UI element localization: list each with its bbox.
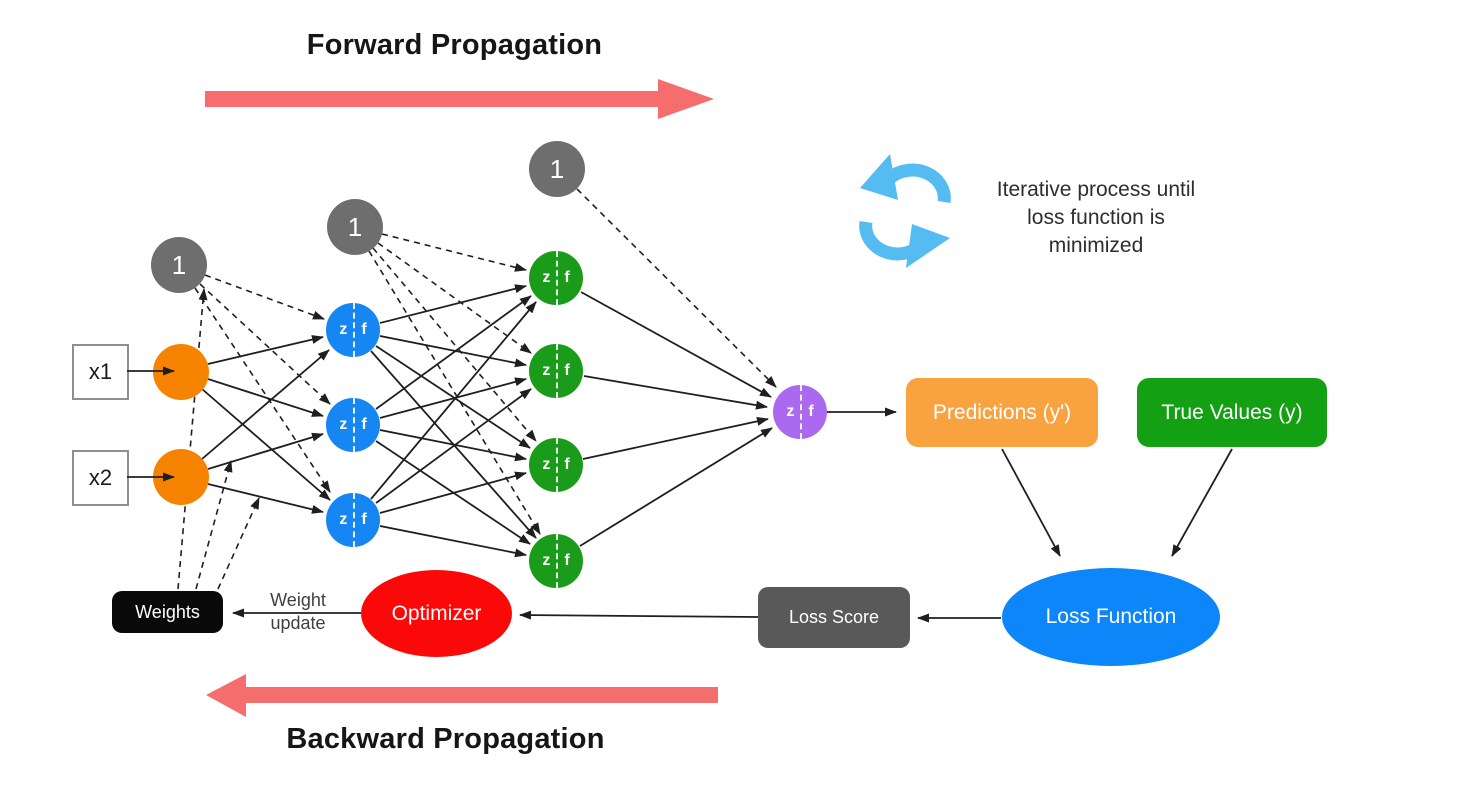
node-f-label: f xyxy=(564,552,570,569)
input-node-1 xyxy=(153,344,209,400)
loss-score-box: Loss Score xyxy=(758,587,910,648)
node-z-label: z xyxy=(542,362,551,379)
node-f-label: f xyxy=(564,362,570,379)
refresh-icon xyxy=(859,154,951,268)
node-f-label: f xyxy=(808,403,814,420)
input-box-x1: x1 xyxy=(72,344,129,400)
hidden1-node-1: z f xyxy=(326,303,380,357)
forward-arrow xyxy=(205,79,714,119)
iterative-note-line3: minimized xyxy=(1048,234,1144,257)
hidden2-node-2: z f xyxy=(529,344,583,398)
input-box-x2: x2 xyxy=(72,450,129,506)
node-separator xyxy=(556,438,559,492)
node-z-label: z xyxy=(542,456,551,473)
input-x1-label: x1 xyxy=(88,359,113,384)
bias-node-2: 1 xyxy=(327,199,383,255)
true-values-label: True Values (y) xyxy=(1161,400,1303,424)
predictions-box: Predictions (y') xyxy=(906,378,1098,447)
iterative-note: Iterative process until loss function is… xyxy=(975,176,1217,260)
node-separator xyxy=(556,251,559,305)
node-f-label: f xyxy=(361,511,367,528)
bias-1-label: 1 xyxy=(171,249,187,280)
weights-label: Weights xyxy=(135,601,200,622)
bias-node-3: 1 xyxy=(529,141,585,197)
output-node: z f xyxy=(773,385,827,439)
hidden2-node-3: z f xyxy=(529,438,583,492)
weights-box: Weights xyxy=(112,591,223,633)
node-f-label: f xyxy=(564,269,570,286)
bias-2-label: 1 xyxy=(347,211,363,242)
node-separator xyxy=(556,534,559,588)
node-f-label: f xyxy=(361,416,367,433)
weight-update-line1: Weight xyxy=(270,590,326,610)
node-z-label: z xyxy=(542,269,551,286)
loss-function-label: Loss Function xyxy=(1045,605,1177,628)
hidden2-node-1: z f xyxy=(529,251,583,305)
weight-update-line2: update xyxy=(270,613,326,633)
input-x2-label: x2 xyxy=(88,465,113,490)
node-z-label: z xyxy=(542,552,551,569)
hidden1-node-2: z f xyxy=(326,398,380,452)
forward-propagation-title: Forward Propagation xyxy=(306,29,603,61)
bias-node-1: 1 xyxy=(151,237,207,293)
backward-propagation-title: Backward Propagation xyxy=(286,723,605,755)
node-f-label: f xyxy=(361,321,367,338)
true-values-box: True Values (y) xyxy=(1137,378,1327,447)
node-separator xyxy=(353,398,356,452)
iterative-note-line1: Iterative process until xyxy=(996,178,1196,201)
node-f-label: f xyxy=(564,456,570,473)
node-separator xyxy=(353,493,356,547)
optimizer-label: Optimizer xyxy=(391,601,482,625)
node-separator xyxy=(800,385,803,439)
hidden2-node-4: z f xyxy=(529,534,583,588)
node-separator xyxy=(353,303,356,357)
loss-function-ellipse: Loss Function xyxy=(1002,568,1220,666)
iterative-note-line2: loss function is xyxy=(1027,206,1165,229)
loss-score-label: Loss Score xyxy=(788,607,880,627)
node-separator xyxy=(556,344,559,398)
node-z-label: z xyxy=(339,321,348,338)
backward-arrow xyxy=(206,674,718,717)
hidden1-node-3: z f xyxy=(326,493,380,547)
input-node-2 xyxy=(153,449,209,505)
node-z-label: z xyxy=(339,511,348,528)
node-z-label: z xyxy=(786,403,795,420)
optimizer-ellipse: Optimizer xyxy=(361,570,512,657)
bias-3-label: 1 xyxy=(549,153,565,184)
node-z-label: z xyxy=(339,416,348,433)
weight-update-label: Weight update xyxy=(255,589,341,635)
predictions-label: Predictions (y') xyxy=(932,400,1072,424)
